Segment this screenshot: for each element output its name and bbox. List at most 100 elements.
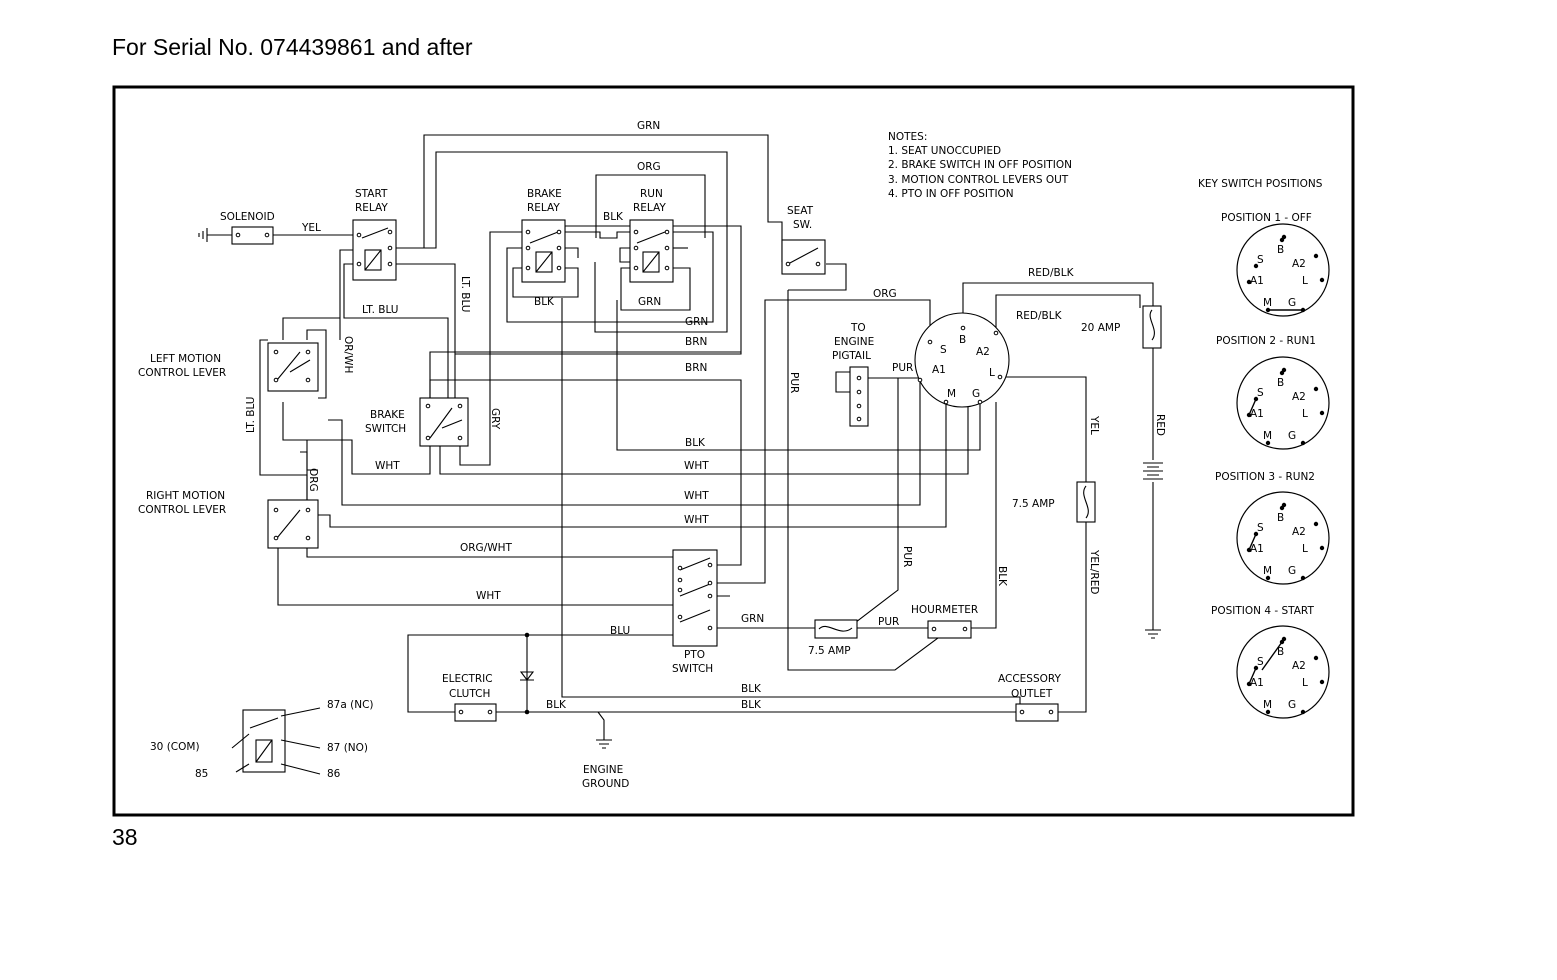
key-dial-1 — [1236, 223, 1330, 317]
key-dial-terminal-dot — [1300, 575, 1306, 581]
engine-pigtail-box — [849, 366, 869, 427]
wire-red-v: RED — [1154, 414, 1166, 436]
wire-wht-5: WHT — [476, 590, 501, 602]
wire-brn-1: BRN — [685, 336, 707, 348]
key-dial-terminal-dot — [1279, 237, 1285, 243]
ground-label-2: GROUND — [582, 778, 629, 790]
key-position-2-label: POSITION 2 - RUN1 — [1216, 335, 1316, 347]
brake-switch-label-2: SWITCH — [365, 423, 406, 435]
key-dial-terminal-dot — [1265, 440, 1271, 446]
key-dial-terminal-label: S — [1257, 522, 1264, 534]
hourmeter-label: HOURMETER — [911, 604, 978, 616]
term-g: G — [972, 388, 980, 400]
key-dial-contact-bridge — [1261, 641, 1283, 671]
key-dial-terminal-label: A1 — [1250, 275, 1264, 287]
left-lever-label-1: LEFT MOTION — [150, 353, 221, 365]
hourmeter-box — [927, 620, 972, 639]
pto-switch-label-2: SWITCH — [672, 663, 713, 675]
wire-yel: YEL — [301, 222, 321, 234]
key-dial-terminal-label: L — [1302, 543, 1308, 555]
pigtail-label-1: TO — [850, 322, 866, 334]
wire-lt-blu-v1: LT. BLU — [459, 276, 471, 312]
key-dial-terminal-label: A2 — [1292, 258, 1306, 270]
wire-wht-2: WHT — [684, 460, 709, 472]
key-dial-terminal-label: G — [1288, 699, 1296, 711]
key-dial-2 — [1236, 356, 1330, 450]
legend-30: 30 (COM) — [150, 741, 200, 753]
brake-switch-label-1: BRAKE — [370, 409, 405, 421]
wire-wht-3: WHT — [684, 490, 709, 502]
wire-paths — [198, 134, 1163, 749]
key-dial-terminal-dot — [1313, 521, 1319, 527]
key-dial-terminal-dot — [1279, 370, 1285, 376]
key-dial-terminal-label: A2 — [1292, 526, 1306, 538]
diagram-frame — [112, 85, 1355, 817]
key-dial-terminal-label: S — [1257, 656, 1264, 668]
clutch-label-1: ELECTRIC — [442, 673, 493, 685]
components — [231, 219, 1162, 775]
wire-org-ign: ORG — [873, 288, 897, 300]
key-dial-terminal-label: L — [1302, 408, 1308, 420]
key-dial-terminal-label: M — [1263, 699, 1272, 711]
wire-pur-pigtail: PUR — [892, 362, 913, 374]
wire-wht-1: WHT — [375, 460, 400, 472]
key-dial-terminal-label: G — [1288, 297, 1296, 309]
note-3: 3. MOTION CONTROL LEVERS OUT — [888, 174, 1069, 186]
key-dial-terminal-dot — [1313, 386, 1319, 392]
key-dial-terminal-label: G — [1288, 430, 1296, 442]
left-lever-label-2: CONTROL LEVER — [138, 367, 226, 379]
wire-pur-fuse: PUR — [878, 616, 899, 628]
key-dial-terminal-dot — [1319, 410, 1325, 416]
key-dial-terminal-dot — [1319, 545, 1325, 551]
brake-relay-box — [521, 219, 566, 283]
wire-pur-v1: PUR — [788, 372, 800, 393]
fuse-75-top-label: 7.5 AMP — [1012, 498, 1055, 510]
key-dial-contact-bridge — [1248, 398, 1257, 416]
key-dial-terminal-label: S — [1257, 387, 1264, 399]
legend-85: 85 — [195, 768, 208, 780]
key-dial-terminal-dot — [1279, 505, 1285, 511]
notes-heading: NOTES: — [888, 131, 927, 143]
seat-switch-label-1: SEAT — [787, 205, 814, 217]
key-dial-terminal-label: B — [1277, 646, 1284, 658]
term-l: L — [989, 367, 995, 379]
term-b: B — [959, 334, 966, 346]
outlet-label-2: OUTLET — [1011, 688, 1053, 700]
key-dial-contact-bridge — [1248, 533, 1257, 551]
key-dial-terminal-label: S — [1257, 254, 1264, 266]
key-dial-4 — [1236, 625, 1330, 719]
wire-blk-clutch: BLK — [546, 699, 567, 711]
start-relay-label-2: RELAY — [355, 202, 388, 214]
wire-grn-pto: GRN — [741, 613, 764, 625]
wire-red-blk-2: RED/BLK — [1016, 310, 1063, 322]
wire-blk-brake: BLK — [534, 296, 555, 308]
page-header: For Serial No. 074439861 and after — [112, 34, 473, 60]
wire-org-top: ORG — [637, 161, 661, 173]
key-dial-terminal-label: B — [1277, 244, 1284, 256]
key-dial-terminal-label: A1 — [1250, 543, 1264, 555]
fuse-75-bottom-label: 7.5 AMP — [808, 645, 851, 657]
pto-switch-label-1: PTO — [684, 649, 705, 661]
key-dial-terminal-dot — [1313, 655, 1319, 661]
page-number: 38 — [112, 824, 138, 850]
pigtail-label-3: PIGTAIL — [832, 350, 871, 362]
key-position-1-label: POSITION 1 - OFF — [1221, 212, 1312, 224]
key-dial-terminal-label: G — [1288, 565, 1296, 577]
wire-red-blk-1: RED/BLK — [1028, 267, 1075, 279]
wire-lt-blu-v2: LT. BLU — [245, 397, 257, 433]
key-dial-terminal-label: A1 — [1250, 408, 1264, 420]
key-dial-terminal-label: L — [1302, 275, 1308, 287]
wire-blk-low-1: BLK — [741, 683, 762, 695]
key-dial-terminal-dot — [1319, 277, 1325, 283]
run-relay-label-1: RUN — [640, 188, 663, 200]
key-position-3-label: POSITION 3 - RUN2 — [1215, 471, 1315, 483]
right-lever-label-2: CONTROL LEVER — [138, 504, 226, 516]
key-dial-terminal-label: A2 — [1292, 660, 1306, 672]
key-dial-terminal-label: A1 — [1250, 677, 1264, 689]
start-relay-label-1: START — [355, 188, 388, 200]
key-dial-terminal-label: B — [1277, 377, 1284, 389]
term-s: S — [940, 344, 947, 356]
run-relay-label-2: RELAY — [633, 202, 666, 214]
